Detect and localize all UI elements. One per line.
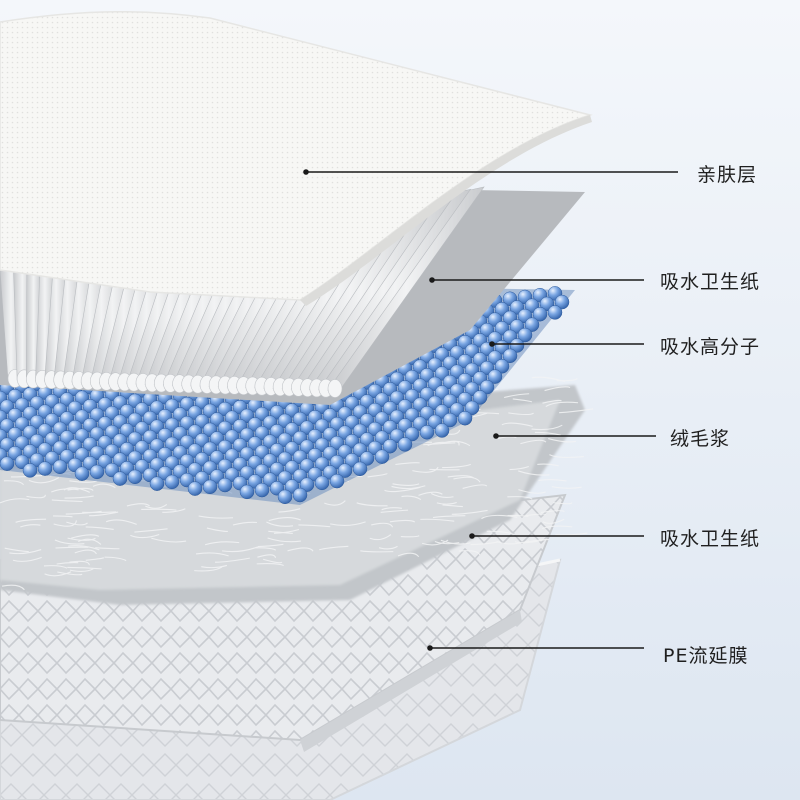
label-absorbent-tissue-1: 吸水卫生纸 [660,271,761,293]
label-pe-film: PE流延膜 [663,645,749,667]
leader-dot-6 [427,645,433,651]
skin-friendly-layer [0,10,593,306]
leader-dot-3 [489,341,495,347]
label-skin-friendly-layer: 亲肤层 [697,164,758,186]
label-super-absorbent-polymer: 吸水高分子 [660,336,761,358]
leader-dot-1 [303,169,309,175]
label-absorbent-tissue-2: 吸水卫生纸 [660,528,761,550]
leader-dot-2 [429,277,435,283]
label-fluff-pulp: 绒毛浆 [670,428,731,450]
leader-dot-4 [493,433,499,439]
leader-dot-5 [469,533,475,539]
